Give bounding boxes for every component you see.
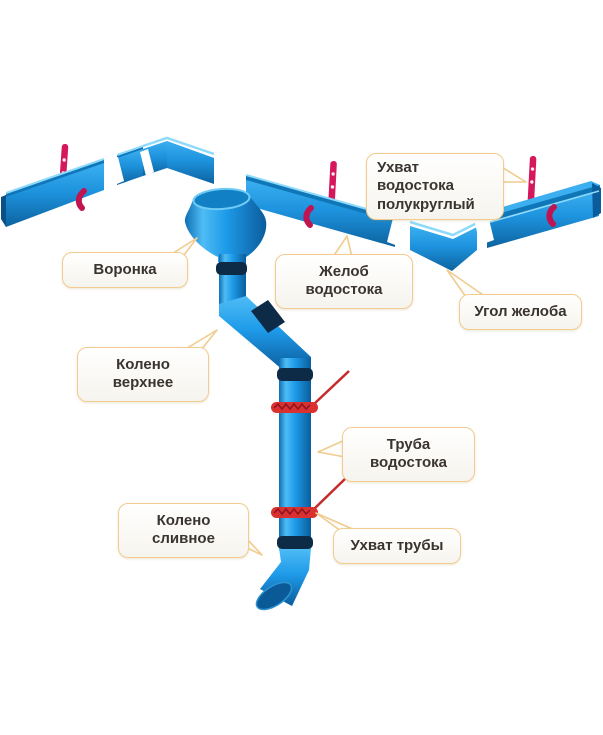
leader-line: [313, 370, 350, 510]
right-gutter-end: [486, 181, 601, 248]
label-ugol-zheloba: Угол желоба: [459, 294, 582, 331]
gutter-corner: [409, 220, 478, 271]
gutter-joint-gap: [104, 149, 494, 248]
pipe-joint-ring: [216, 262, 313, 549]
label-koleno-slivnoe: Колено сливное: [118, 503, 249, 558]
pipe-clamp-icon: [271, 402, 318, 413]
label-zhelob-vodostoka: Желоб водостока: [275, 254, 413, 309]
funnel: [184, 187, 267, 262]
upper-elbow: [219, 296, 311, 371]
label-koleno-verhnee: Колено верхнее: [77, 347, 209, 402]
label-voronka: Воронка: [62, 252, 188, 289]
drain-elbow-opening: [255, 581, 293, 611]
gutter-bracket-icon: [328, 160, 337, 207]
left-gutter-corner: [142, 136, 215, 184]
label-uhvat-truby: Ухват трубы: [333, 528, 461, 565]
pipe-clamp-icon: [271, 507, 318, 518]
downpipe: [279, 358, 311, 550]
left-gutter: [1, 145, 144, 227]
gutter-bracket-icon: [527, 156, 537, 202]
label-uhvat-vodostoka-polukruglyi: Ухват водостока полукруглый: [366, 153, 504, 220]
gutter-clamp-icon: [75, 188, 557, 228]
label-truba-vodostoka: Труба водостока: [342, 427, 475, 482]
